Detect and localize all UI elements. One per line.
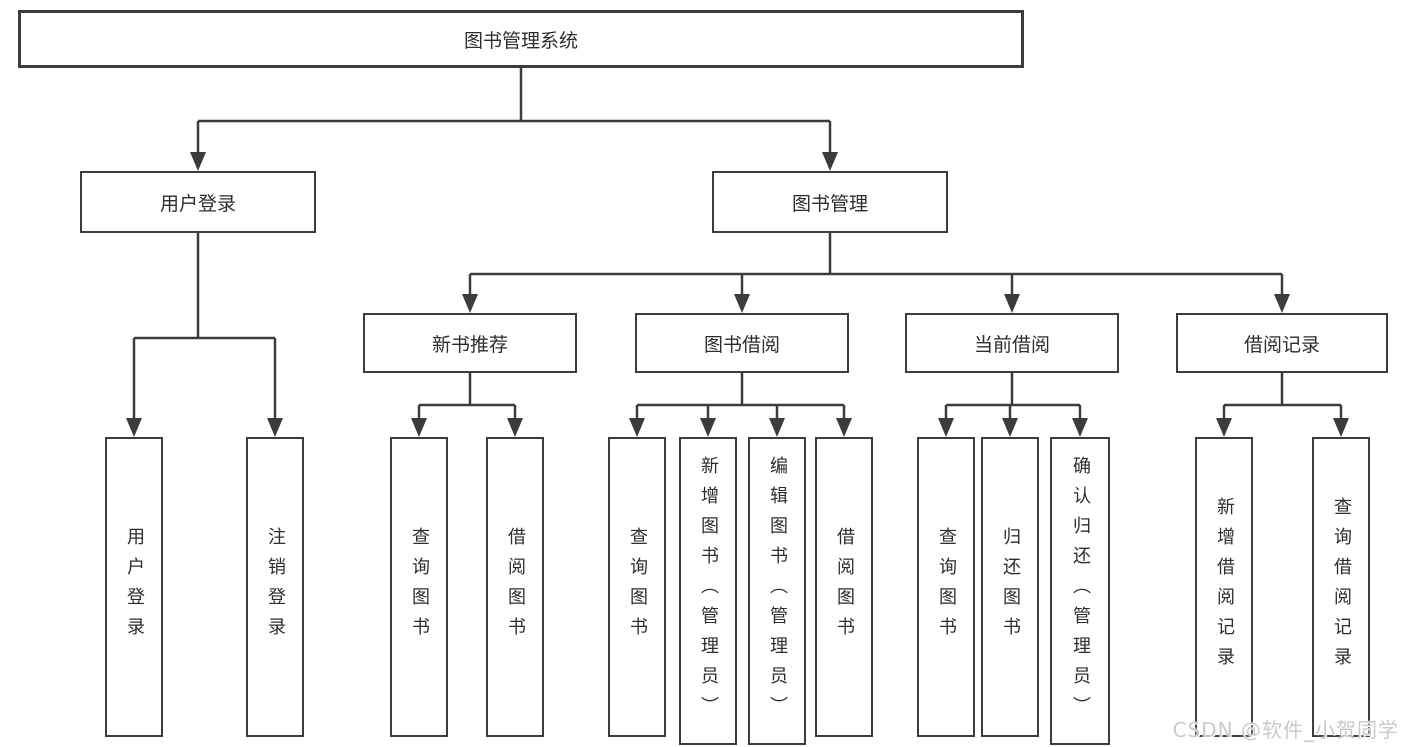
leaf-cb-return-books: 归还图书 — [981, 437, 1039, 737]
leaf-nb-query-books: 查询图书 — [390, 437, 448, 737]
leaf-user-login: 用户登录 — [105, 437, 163, 737]
leaf-bb-edit-books-admin: 编辑图书（管理员） — [748, 437, 806, 745]
leaf-logout: 注销登录 — [246, 437, 304, 737]
node-new-book-recommend: 新书推荐 — [363, 313, 577, 373]
leaf-br-add-borrow-record: 新增借阅记录 — [1195, 437, 1253, 737]
leaf-br-query-borrow-record: 查询借阅记录 — [1312, 437, 1370, 737]
leaf-bb-borrow-books: 借阅图书 — [815, 437, 873, 737]
leaf-bb-query-books: 查询图书 — [608, 437, 666, 737]
node-library-management-system: 图书管理系统 — [18, 10, 1024, 68]
leaf-nb-borrow-books: 借阅图书 — [486, 437, 544, 737]
node-borrowing-records: 借阅记录 — [1176, 313, 1388, 373]
node-current-borrowing: 当前借阅 — [905, 313, 1119, 373]
leaf-cb-confirm-return-admin: 确认归还（管理员） — [1050, 437, 1110, 745]
node-book-management: 图书管理 — [712, 171, 948, 233]
node-user-login: 用户登录 — [80, 171, 316, 233]
leaf-cb-query-books: 查询图书 — [917, 437, 975, 737]
arrowhead-icons — [126, 152, 1349, 437]
node-book-borrowing: 图书借阅 — [635, 313, 849, 373]
leaf-bb-add-books-admin: 新增图书（管理员） — [679, 437, 737, 745]
